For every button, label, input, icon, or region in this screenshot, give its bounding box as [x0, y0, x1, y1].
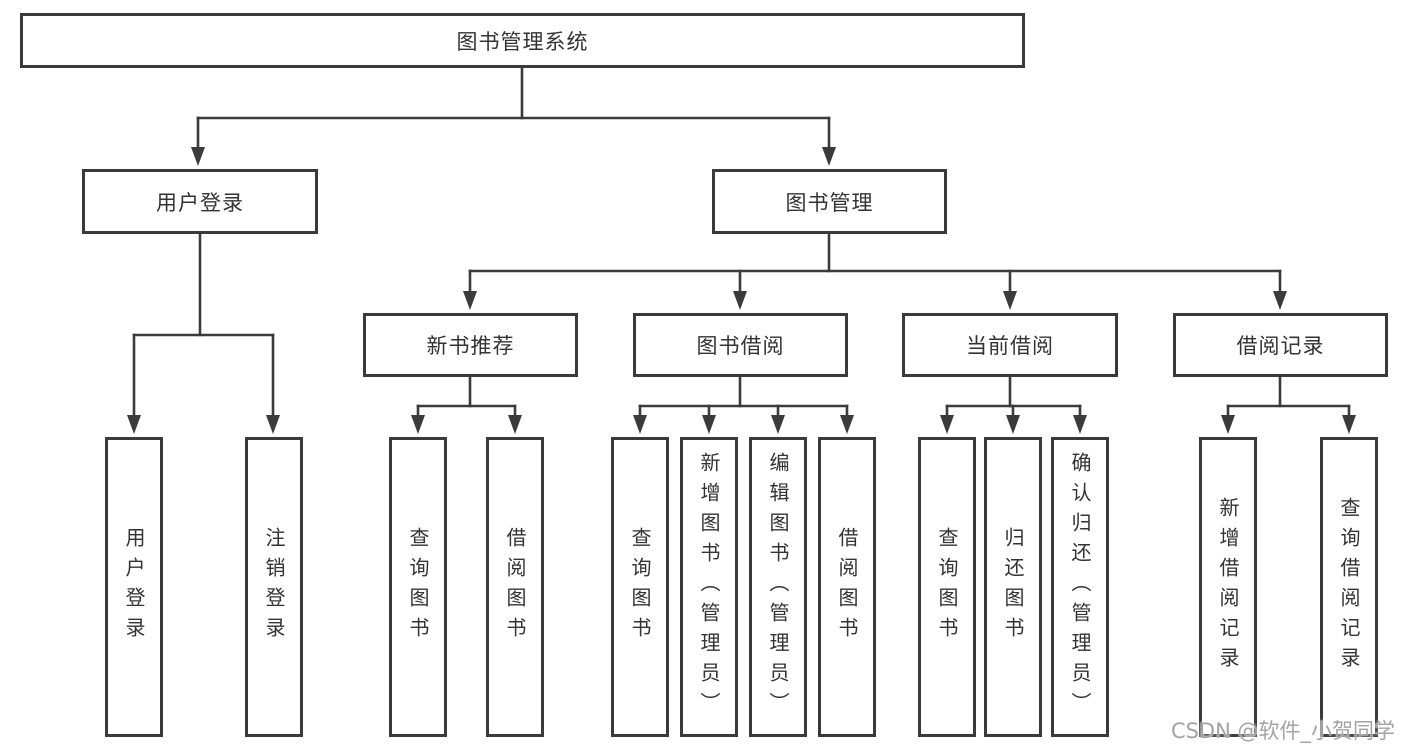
leaf-borrow-book-recommend: 借阅图书: [486, 437, 544, 737]
node-user-login: 用户登录: [82, 169, 318, 234]
node-new-book-recommend: 新书推荐: [363, 313, 578, 377]
leaf-query-book-borrowing: 查询图书: [611, 437, 669, 737]
node-book-management: 图书管理: [712, 169, 947, 234]
leaf-label: 新增图书（管理员）: [697, 452, 721, 722]
leaf-label: 新增借阅记录: [1216, 497, 1240, 677]
node-root-system: 图书管理系统: [20, 13, 1025, 68]
leaf-label: 用户登录: [122, 527, 146, 647]
leaf-logout: 注销登录: [245, 437, 303, 737]
leaf-add-book-admin: 新增图书（管理员）: [680, 437, 738, 737]
leaf-label: 编辑图书（管理员）: [766, 452, 790, 722]
leaf-label: 查询图书: [935, 527, 959, 647]
leaf-label: 查询图书: [406, 527, 430, 647]
node-current-borrowing: 当前借阅: [902, 313, 1118, 377]
leaf-label: 注销登录: [262, 527, 286, 647]
leaf-user-login: 用户登录: [105, 437, 163, 737]
leaf-edit-book-admin: 编辑图书（管理员）: [749, 437, 807, 737]
leaf-label: 借阅图书: [835, 527, 859, 647]
leaf-label: 查询借阅记录: [1337, 497, 1361, 677]
leaf-query-book-recommend: 查询图书: [389, 437, 447, 737]
leaf-label: 确认归还（管理员）: [1068, 452, 1092, 722]
leaf-label: 归还图书: [1001, 527, 1025, 647]
node-borrowing-records: 借阅记录: [1173, 313, 1388, 377]
leaf-query-book-current: 查询图书: [918, 437, 976, 737]
leaf-confirm-return-admin: 确认归还（管理员）: [1051, 437, 1109, 737]
leaf-label: 查询图书: [628, 527, 652, 647]
csdn-watermark: CSDN @软件_小贺同学: [1170, 719, 1395, 743]
node-book-borrowing: 图书借阅: [633, 313, 848, 377]
leaf-return-book: 归还图书: [984, 437, 1042, 737]
leaf-borrow-book-borrowing: 借阅图书: [818, 437, 876, 737]
leaf-query-borrow-record: 查询借阅记录: [1320, 437, 1378, 737]
leaf-add-borrow-record: 新增借阅记录: [1199, 437, 1257, 737]
leaf-label: 借阅图书: [503, 527, 527, 647]
